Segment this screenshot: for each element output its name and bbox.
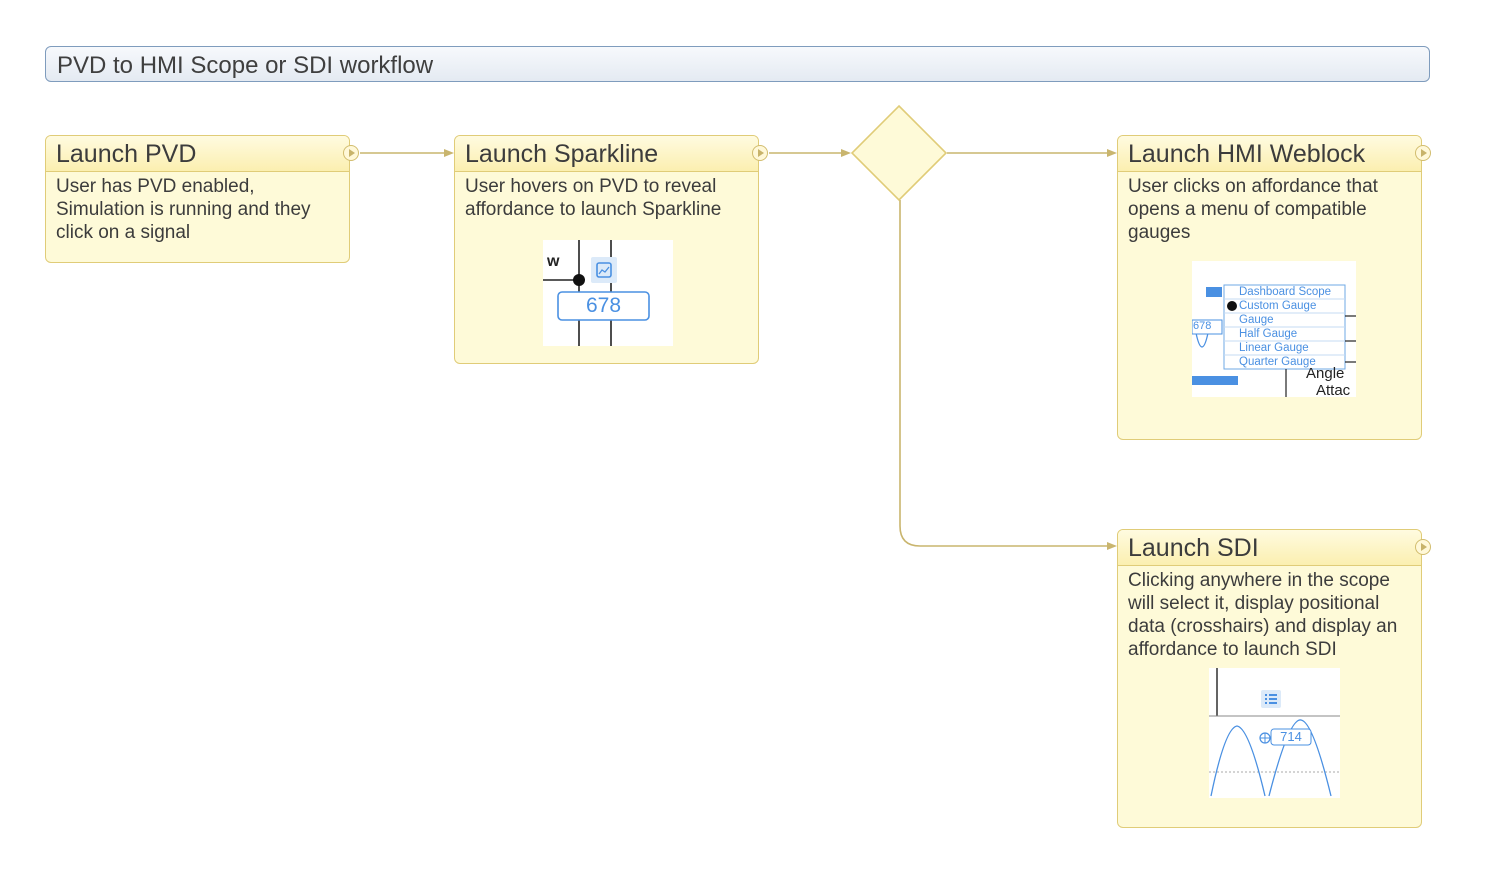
output-port-icon[interactable]	[752, 145, 768, 161]
arrowhead-sdi	[1107, 542, 1117, 550]
step-title: Launch PVD	[56, 140, 197, 168]
step-launch-sdi[interactable]: Launch SDI Clicking anywhere in the scop…	[1117, 529, 1431, 828]
gauge-value: 678	[1193, 320, 1212, 332]
step-description: User has PVD enabled, Simulation is runn…	[56, 176, 311, 243]
sdi-scope-screenshot: 714	[1209, 668, 1340, 798]
step-launch-pvd[interactable]: Launch PVD User has PVD enabled, Simulat…	[45, 135, 359, 263]
menu-item-half-gauge[interactable]: Half Gauge	[1239, 328, 1298, 340]
decision-diamond[interactable]	[850, 104, 948, 202]
arrowhead-decision	[841, 149, 851, 157]
step-header: Launch PVD	[46, 136, 349, 172]
diagram-title-bar: PVD to HMI Scope or SDI workflow	[45, 46, 1430, 82]
menu-item-dashboard-scope[interactable]: Dashboard Scope	[1239, 286, 1332, 298]
signal-value: 678	[585, 294, 622, 317]
step-header: Launch Sparkline	[455, 136, 758, 172]
block-label-line2: Attac	[1316, 382, 1351, 397]
arrowhead-sparkline	[444, 149, 454, 157]
menu-item-gauge[interactable]: Gauge	[1239, 314, 1274, 326]
output-port-icon[interactable]	[1415, 145, 1431, 161]
arrowhead-hmi	[1107, 149, 1117, 157]
block-label-line1: Angle	[1306, 365, 1345, 382]
step-description: User hovers on PVD to reveal affordance …	[465, 176, 722, 220]
menu-item-custom-gauge[interactable]: Custom Gauge	[1239, 300, 1317, 312]
step-description: Clicking anywhere in the scope will sele…	[1128, 570, 1398, 660]
gauge-menu: Dashboard Scope Custom Gauge Gauge Half …	[1239, 285, 1331, 369]
sparkline-screenshot: w 678	[543, 240, 673, 346]
crosshair-value: 714	[1280, 729, 1302, 744]
step-description: User clicks on affordance that opens a m…	[1128, 176, 1378, 243]
diagram-title: PVD to HMI Scope or SDI workflow	[57, 52, 434, 79]
output-port-icon[interactable]	[343, 145, 359, 161]
wire-decision-to-sdi	[899, 200, 1109, 547]
step-title: Launch Sparkline	[465, 140, 659, 168]
step-launch-sparkline[interactable]: Launch Sparkline User hovers on PVD to r…	[454, 135, 768, 364]
step-launch-hmi-weblock[interactable]: Launch HMI Weblock User clicks on afford…	[1117, 135, 1431, 440]
gauge-menu-screenshot: 678 Dashboard Scope Custom Gauge Gauge H…	[1192, 261, 1356, 397]
step-title: Launch HMI Weblock	[1128, 140, 1366, 168]
step-header: Launch SDI	[1118, 530, 1421, 566]
signal-label: w	[547, 253, 560, 270]
menu-item-quarter-gauge[interactable]: Quarter Gauge	[1239, 356, 1316, 368]
step-title: Launch SDI	[1128, 534, 1259, 562]
step-header: Launch HMI Weblock	[1118, 136, 1421, 172]
output-port-icon[interactable]	[1415, 539, 1431, 555]
menu-item-linear-gauge[interactable]: Linear Gauge	[1239, 342, 1309, 354]
